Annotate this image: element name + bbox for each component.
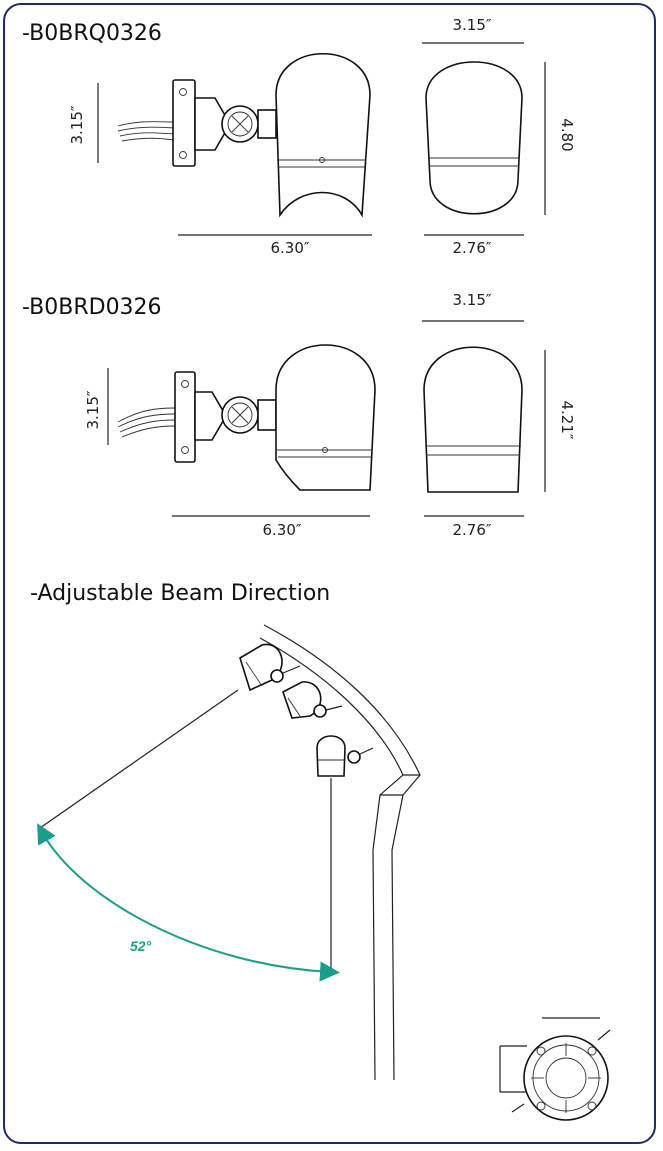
side-height-label-1: 3.15″ <box>68 105 86 144</box>
side-length-label-2: 6.30″ <box>262 521 301 539</box>
fixture-position-3 <box>316 735 374 777</box>
beam-direction-title: -Adjustable Beam Direction <box>30 581 330 606</box>
side-view-1: 3.15″ 6.30″ <box>68 53 372 257</box>
page-frame <box>3 3 656 1144</box>
front-width-top-label-1: 3.15″ <box>452 16 491 34</box>
base-plate-detail <box>499 1017 611 1121</box>
front-width-top-label-2: 3.15″ <box>452 291 491 309</box>
fixture-position-1 <box>239 643 301 692</box>
side-height-label-2: 3.15″ <box>84 390 102 429</box>
front-view-1: 3.15″ 4.80 2.76″ <box>422 16 576 257</box>
side-length-label-1: 6.30″ <box>270 239 309 257</box>
front-view-2: 3.15″ 4.21″ 2.76″ <box>422 291 576 539</box>
model-title-1: -B0BRQ0326 <box>22 21 162 46</box>
front-height-label-1: 4.80 <box>558 118 576 151</box>
model-title-2: -B0BRD0326 <box>22 295 162 320</box>
front-width-bottom-label-1: 2.76″ <box>452 239 491 257</box>
beam-diagram: 52° <box>37 624 421 1081</box>
side-view-2: 3.15″ 6.30″ <box>84 344 376 539</box>
front-height-label-2: 4.21″ <box>558 400 576 439</box>
beam-angle-label: 52° <box>130 938 152 954</box>
front-width-bottom-label-2: 2.76″ <box>452 521 491 539</box>
fixture-position-2 <box>282 681 343 719</box>
